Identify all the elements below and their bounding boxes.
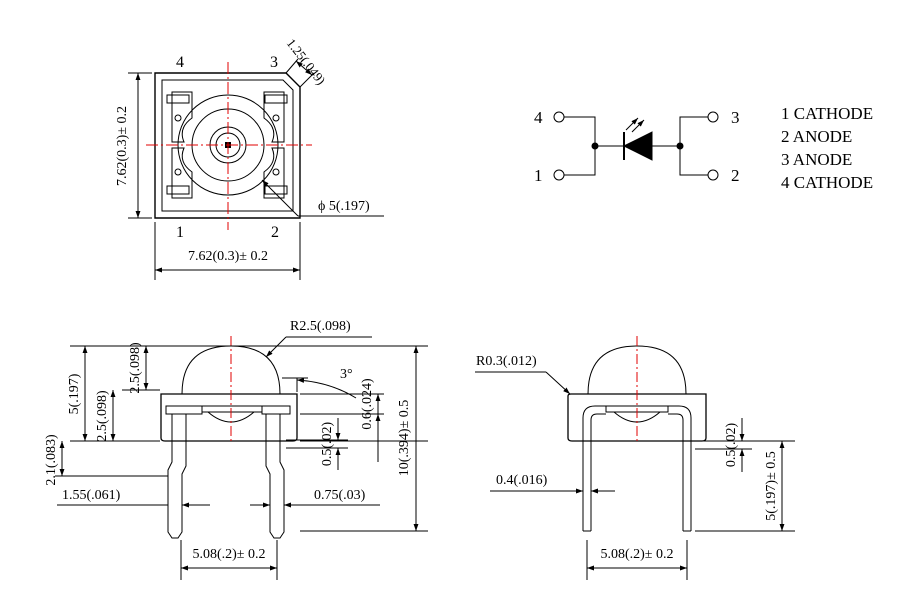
top-view [128,58,384,280]
left-radius-dim-label: R2.5(.098) [290,319,351,334]
top-pin-4-label: 4 [176,54,184,71]
dim-0-75-label: 0.75(.03) [314,488,366,503]
top-width-dim-label: 7.62(0.3)± 0.2 [188,249,268,264]
pin-2-assignment: 2 ANODE [781,127,853,146]
dim-2-5-top-label: 2.5(.098) [128,342,143,394]
right-pitch-dim-label: 5.08(.2)± 0.2 [600,547,673,562]
schematic-pin-4-label: 4 [534,108,543,127]
top-pin-1-label: 1 [176,224,184,241]
pin-assignment-list: 1 CATHODE 2 ANODE 3 ANODE 4 CATHODE [781,102,873,194]
dim-total-label: 10(.394)± 0.5 [397,400,412,477]
side-view-right [475,336,795,580]
schematic-pin-3-label: 3 [731,108,740,127]
dim-0-5-label: 0.5(.02) [320,422,335,467]
top-pin-3-label: 3 [270,54,278,71]
dim-1-55-label: 1.55(.061) [62,488,121,503]
pin-4-assignment: 4 CATHODE [781,173,874,192]
lens-diameter-label: ϕ 5(.197) [318,199,370,214]
side-view-left [55,336,428,580]
right-radius-dim-label: R0.3(.012) [476,354,537,369]
schematic-pin-2-label: 2 [731,166,740,185]
left-pitch-dim-label: 5.08(.2)± 0.2 [192,547,265,562]
lead-thickness-dim-label: 0.4(.016) [496,473,548,488]
dim-5-label: 5(.197) [67,373,82,414]
top-height-dim-label: 7.62(0.3)± 0.2 [115,106,130,186]
pin-3-assignment: 3 ANODE [781,150,853,169]
pin-1-assignment: 1 CATHODE [781,104,874,123]
top-pin-2-label: 2 [271,224,279,241]
schematic-pin-1-label: 1 [534,166,543,185]
dim-2-5-body-label: 2.5(.098) [95,390,110,442]
angle-dim-label: 3° [340,367,353,382]
schematic-symbol [553,111,719,181]
right-dim-5-label: 5(.197)± 0.5 [764,451,779,521]
right-dim-0-5-label: 0.5(.02) [724,423,739,468]
dim-0-6-label: 0.6(.024) [360,378,375,430]
diode-triangle [622,131,653,161]
chamfer-dim-label: 1.25(.049) [284,36,329,88]
dim-2-1-label: 2.1(.083) [44,434,59,486]
